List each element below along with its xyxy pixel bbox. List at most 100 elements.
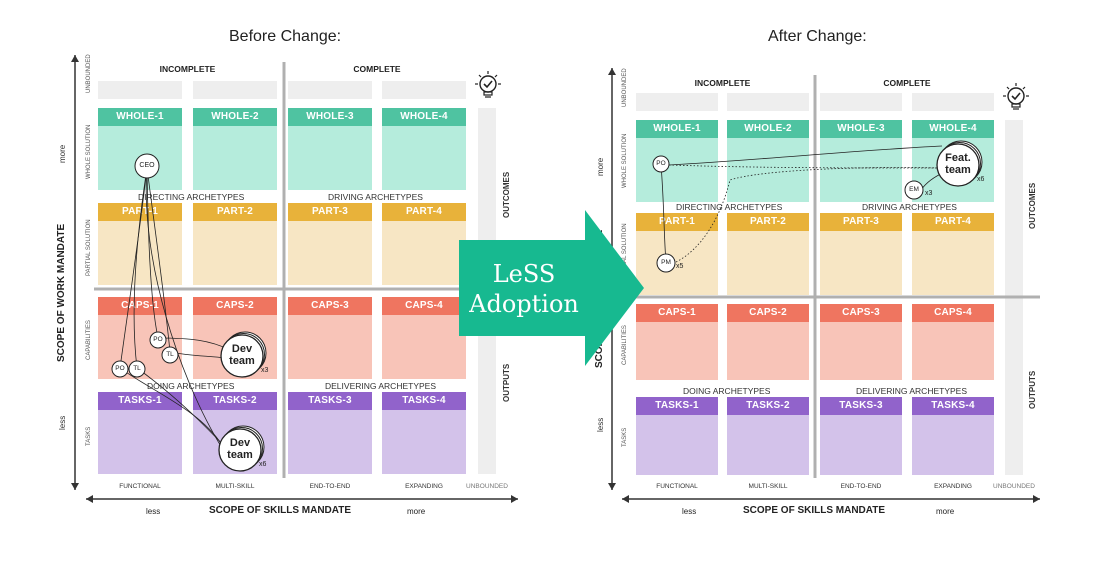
after-row-label-caps: CAPABILITIES	[622, 325, 628, 365]
after-whole-header: WHOLE-1	[636, 120, 718, 138]
after-unbounded-cell	[636, 93, 718, 111]
before-row-label-unbounded: UNBOUNDED	[86, 54, 92, 93]
dev-team-caps-label: Dev team	[229, 342, 255, 368]
after-y-axis-title: SCOPE OF WORK MANDATE	[594, 229, 605, 368]
ceo-node-label: CEO	[139, 161, 155, 169]
after-outcomes-label: OUTCOMES	[1028, 182, 1037, 229]
before-part-header: PART-1	[98, 203, 182, 221]
before-whole-header: WHOLE-4	[382, 108, 466, 126]
before-x-axis-title: SCOPE OF SKILLS MANDATE	[209, 505, 352, 516]
before-outputs-label: OUTPUTS	[502, 363, 511, 402]
before-outcomes-label: OUTCOMES	[502, 171, 511, 218]
after-part-header: PART-4	[912, 213, 994, 231]
before-whole-header: WHOLE-2	[193, 108, 277, 126]
before-col-group-complete: COMPLETE	[353, 64, 401, 74]
after-x-col-label: END-TO-END	[840, 483, 882, 490]
after-part-header: PART-2	[727, 213, 809, 231]
after-y-more: more	[596, 157, 605, 176]
after-whole-header: WHOLE-3	[820, 120, 902, 138]
after-archetype-doing: DOING ARCHETYPES	[683, 386, 771, 396]
after-col-group-complete: COMPLETE	[883, 78, 931, 88]
before-y-more: more	[58, 144, 67, 163]
before-whole-header: WHOLE-1	[98, 108, 182, 126]
after-part-header: PART-1	[636, 213, 718, 231]
after-archetype-delivering: DELIVERING ARCHETYPES	[856, 386, 968, 396]
after-whole-header: WHOLE-2	[727, 120, 809, 138]
before-archetype-doing: DOING ARCHETYPES	[147, 381, 235, 391]
after-x-col-label: UNBOUNDED	[993, 483, 1035, 490]
before-unbounded-cell	[98, 81, 182, 99]
after-row-label-unbounded: UNBOUNDED	[622, 68, 628, 107]
after-archetype-directing: DIRECTING ARCHETYPES	[676, 202, 783, 212]
pm-node-label: PM	[661, 258, 671, 266]
before-unbounded-cell	[193, 81, 277, 99]
after-tasks-header: TASKS-3	[820, 397, 902, 415]
after-x-more: more	[936, 507, 955, 516]
before-row-label-tasks: TASKS	[86, 426, 92, 446]
po-node-lower-label: PO	[115, 364, 125, 372]
after-tasks-header: TASKS-1	[636, 397, 718, 415]
before-caps-header: CAPS-2	[193, 297, 277, 315]
before-row-label-partial: PARTIAL SOLUTION	[86, 219, 92, 276]
before-archetype-driving: DRIVING ARCHETYPES	[328, 192, 423, 202]
po-node-label: PO	[153, 335, 163, 343]
after-caps-header: CAPS-2	[727, 304, 809, 322]
after-title: After Change:	[768, 28, 867, 45]
before-unbounded-cell	[288, 81, 372, 99]
dev-team-tasks-multiplier: x6	[259, 461, 267, 468]
before-y-less: less	[58, 415, 67, 430]
before-caps-header: CAPS-3	[288, 297, 372, 315]
after-outputs-label: OUTPUTS	[1028, 370, 1037, 409]
before-caps-header: CAPS-1	[98, 297, 182, 315]
before-part-header: PART-2	[193, 203, 277, 221]
after-x-axis-title: SCOPE OF SKILLS MANDATE	[743, 505, 886, 516]
before-archetype-directing: DIRECTING ARCHETYPES	[138, 192, 245, 202]
after-tasks-header: TASKS-2	[727, 397, 809, 415]
arrow-label-line2: Adoption	[469, 290, 579, 318]
before-whole-header: WHOLE-3	[288, 108, 372, 126]
after-row-label-tasks: TASKS	[622, 427, 628, 447]
tl-node-label: TL	[166, 350, 174, 358]
lightbulb-check-icon	[1003, 83, 1029, 110]
after-row-label-whole: WHOLE SOLUTION	[622, 133, 628, 188]
after-unbounded-column	[1005, 120, 1023, 475]
before-col-group-incomplete: INCOMPLETE	[159, 64, 216, 74]
before-x-less: less	[146, 507, 161, 516]
before-x-col-label: UNBOUNDED	[466, 483, 508, 490]
after-tasks-header: TASKS-4	[912, 397, 994, 415]
after-unbounded-cell	[912, 93, 994, 111]
before-title: Before Change:	[229, 28, 342, 45]
after-archetype-driving: DRIVING ARCHETYPES	[862, 202, 957, 212]
before-y-axis-title: SCOPE OF WORK MANDATE	[56, 223, 67, 362]
before-row-label-whole: WHOLE SOLUTION	[86, 124, 92, 179]
em-multiplier: x3	[925, 190, 933, 197]
after-x-col-label: MULTI-SKILL	[748, 483, 788, 490]
after-caps-header: CAPS-4	[912, 304, 994, 322]
before-tasks-header: TASKS-1	[98, 392, 182, 410]
after-unbounded-cell	[727, 93, 809, 111]
arrow-label-line1: LeSS	[492, 260, 556, 288]
tl-node-lower-label: TL	[133, 364, 141, 372]
after-col-group-incomplete: INCOMPLETE	[694, 78, 751, 88]
after-caps-header: CAPS-3	[820, 304, 902, 322]
before-tasks-header: TASKS-2	[193, 392, 277, 410]
em-node-label: EM	[909, 185, 919, 193]
feature-team-multiplier: x6	[977, 176, 985, 183]
after-unbounded-cell	[820, 93, 902, 111]
dev-team-caps-multiplier: x3	[261, 367, 269, 374]
lightbulb-check-icon	[475, 71, 501, 98]
after-part-header: PART-3	[820, 213, 902, 231]
before-caps-header: CAPS-4	[382, 297, 466, 315]
before-tasks-header: TASKS-4	[382, 392, 466, 410]
before-tasks-header: TASKS-3	[288, 392, 372, 410]
after-y-less: less	[596, 417, 605, 432]
after-row-label-partial: PARTIAL SOLUTION	[622, 223, 628, 280]
before-archetype-delivering: DELIVERING ARCHETYPES	[325, 381, 437, 391]
before-x-more: more	[407, 507, 426, 516]
dev-team-tasks-label: Dev team	[227, 436, 253, 462]
before-x-col-label: EXPANDING	[405, 483, 443, 490]
before-part-header: PART-3	[288, 203, 372, 221]
before-x-col-label: MULTI-SKILL	[215, 483, 255, 490]
po-node-label: PO	[656, 159, 666, 167]
before-row-label-caps: CAPABILITIES	[86, 320, 92, 360]
